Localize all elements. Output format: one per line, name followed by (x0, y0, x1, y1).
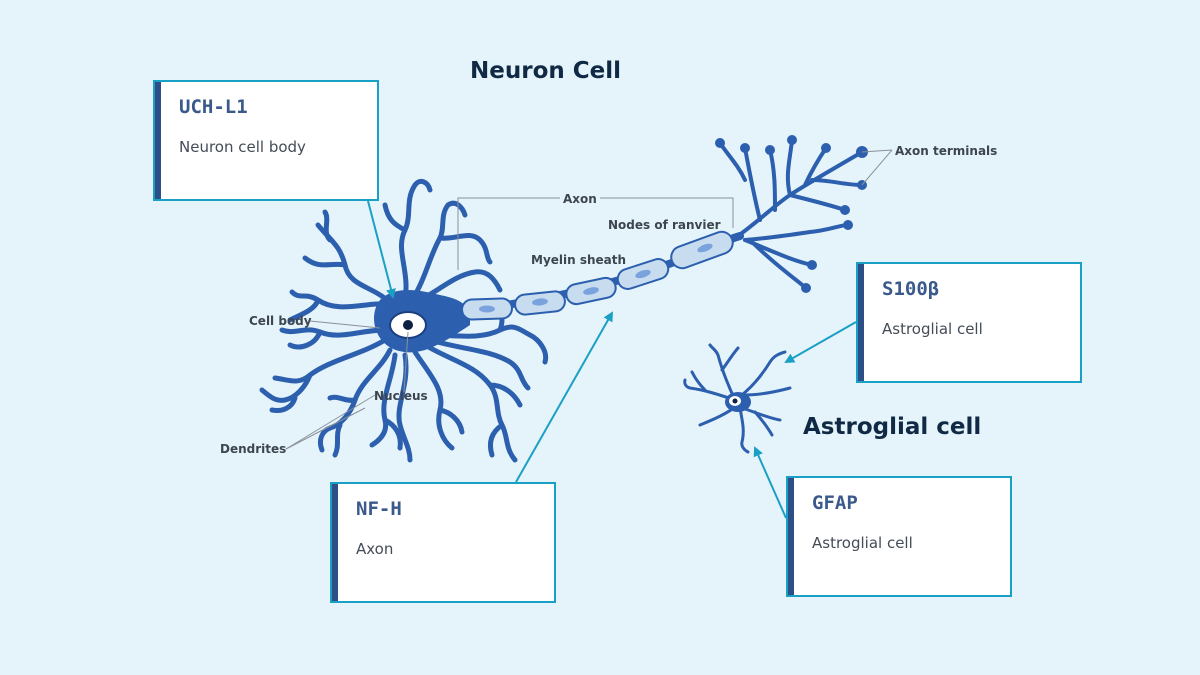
arrow-gfap (753, 446, 787, 519)
arrow-s100b (784, 321, 857, 363)
label-axon: Axon (563, 192, 597, 206)
marker-box-accent-bar (155, 82, 161, 199)
marker-box-accent-bar (788, 478, 794, 595)
astroglial-cell (683, 343, 792, 454)
arrow-nfh (515, 311, 613, 483)
myelin-segments (461, 230, 734, 321)
marker-name: NF-H (356, 498, 402, 520)
marker-name: UCH-L1 (179, 96, 248, 118)
terminal-bulbs (715, 135, 868, 293)
marker-arrows (367, 200, 857, 519)
astroglial-cell-title: Astroglial cell (803, 414, 982, 440)
neuron-axon (461, 230, 744, 321)
marker-box-gfap: GFAP Astroglial cell (786, 476, 1012, 597)
label-dendrites: Dendrites (220, 442, 286, 456)
marker-description: Astroglial cell (882, 320, 983, 338)
marker-box-nfh: NF-H Axon (330, 482, 556, 603)
neuron-dendrites (259, 178, 549, 463)
marker-box-accent-bar (858, 264, 864, 381)
label-leader-lines (285, 149, 893, 450)
label-nucleus: Nucleus (374, 389, 428, 403)
label-cell-body: Cell body (249, 314, 312, 328)
arrow-uchl1 (367, 200, 396, 299)
label-myelin-sheath: Myelin sheath (531, 253, 626, 267)
marker-description: Neuron cell body (179, 138, 306, 156)
neuron-cell-body (374, 290, 470, 353)
marker-name: S100β (882, 278, 940, 300)
marker-box-uchl1: UCH-L1 Neuron cell body (153, 80, 379, 201)
axon-terminals (718, 138, 864, 290)
marker-description: Axon (356, 540, 394, 558)
label-nodes-of-ranvier: Nodes of ranvier (608, 218, 721, 232)
marker-description: Astroglial cell (812, 534, 913, 552)
label-axon-terminals: Axon terminals (895, 144, 997, 158)
neuron-cell-title: Neuron Cell (470, 58, 621, 84)
marker-name: GFAP (812, 492, 858, 514)
marker-box-accent-bar (332, 484, 338, 601)
marker-box-s100b: S100β Astroglial cell (856, 262, 1082, 383)
